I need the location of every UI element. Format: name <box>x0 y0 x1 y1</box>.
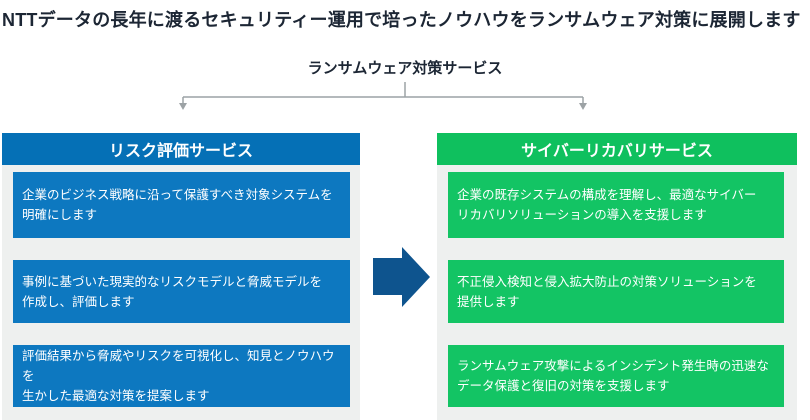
recovery-item-1: 企業の既存システムの構成を理解し、最適なサイバー リカバリソリューションの導入を… <box>448 172 784 238</box>
risk-panel-header: リスク評価サービス <box>2 133 360 165</box>
flow-arrow-icon <box>373 247 430 307</box>
bracket-label: ランサムウェア対策サービス <box>307 60 503 77</box>
recovery-item-2: 不正侵入検知と侵入拡大防止の対策ソリューションを 提供します <box>448 260 784 323</box>
right-arrow-shape <box>373 247 430 307</box>
risk-panel: リスク評価サービス 企業のビジネス戦略に沿って保護すべき対象システムを 明確にし… <box>2 133 360 420</box>
bracket-connector <box>179 82 587 110</box>
risk-item-3: 評価結果から脅威やリスクを可視化し、知見とノウハウを 生かした最適な対策を提案し… <box>13 345 350 407</box>
recovery-item-3: ランサムウェア攻撃によるインシデント発生時の迅速な データ保護と復旧の対策を支援… <box>448 345 784 407</box>
page-title: NTTデータの長年に渡るセキュリティー運用で培ったノウハウをランサムウェア対策に… <box>2 10 801 30</box>
recovery-panel: サイバーリカバリサービス 企業の既存システムの構成を理解し、最適なサイバー リカ… <box>437 133 797 420</box>
down-arrow-right-icon <box>579 103 587 110</box>
risk-item-1: 企業のビジネス戦略に沿って保護すべき対象システムを 明確にします <box>13 172 350 238</box>
recovery-panel-header: サイバーリカバリサービス <box>437 133 797 165</box>
risk-item-2: 事例に基づいた現実的なリスクモデルと脅威モデルを 作成し、評価します <box>13 260 350 323</box>
down-arrow-left-icon <box>179 103 187 110</box>
bracket-lines <box>182 82 584 104</box>
